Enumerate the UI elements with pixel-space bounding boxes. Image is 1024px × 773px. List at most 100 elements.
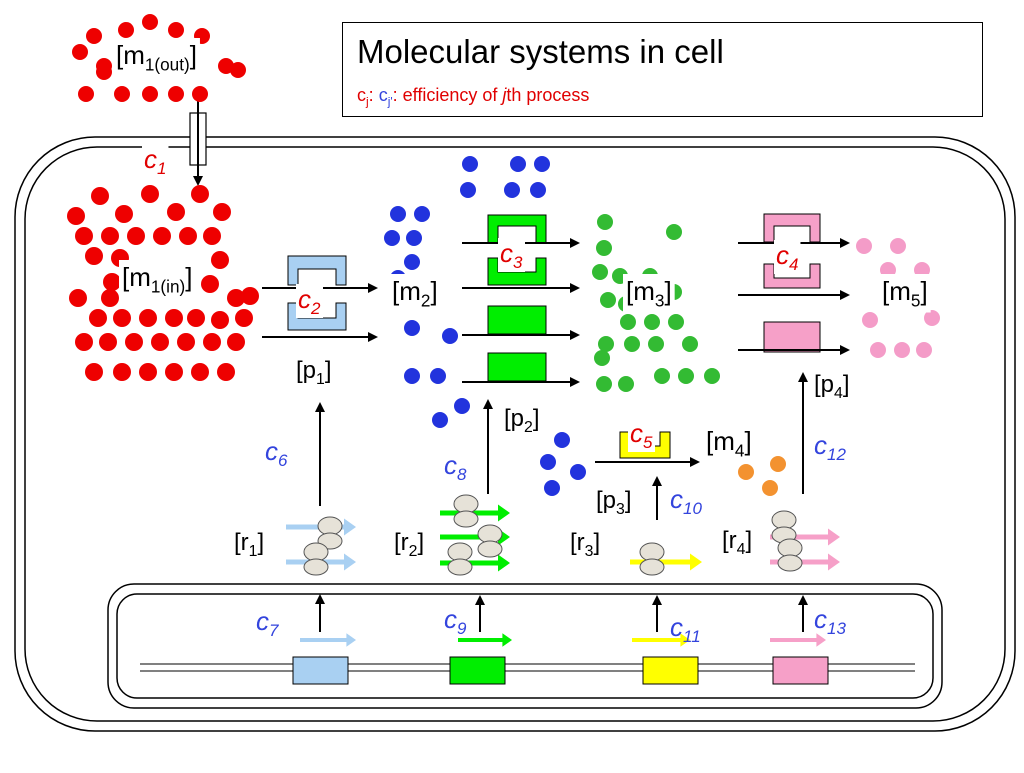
m1-out-dot	[86, 28, 102, 44]
svg-text:c1: c1	[144, 144, 166, 178]
svg-text:c13: c13	[814, 604, 846, 638]
m2-dot	[406, 230, 422, 246]
label-r2: [r2]	[394, 529, 424, 560]
m1-in-dot	[187, 309, 205, 327]
m1-in-dot	[75, 333, 93, 351]
svg-text:c4: c4	[776, 240, 798, 274]
gene1-transcript-arrow	[300, 633, 356, 647]
enzyme-p1	[287, 255, 347, 331]
svg-text:[m1(out)]: [m1(out)]	[116, 40, 197, 75]
m3-dot	[624, 336, 640, 352]
label-c2: c2	[296, 284, 323, 318]
m1-in-dot	[99, 333, 117, 351]
m2-dot	[414, 206, 430, 222]
enzyme-p4	[763, 213, 821, 353]
m2-dot	[534, 156, 550, 172]
m1-in-dot	[211, 251, 229, 269]
svg-text:[r1]: [r1]	[234, 529, 264, 560]
r2-arrow	[440, 528, 510, 546]
svg-text:c11: c11	[670, 612, 701, 646]
m1-in-dot	[165, 309, 183, 327]
svg-text:c3: c3	[500, 238, 523, 272]
m1-out-dot	[118, 22, 134, 38]
m1-in-dot	[139, 363, 157, 381]
m1-in-dot	[141, 185, 159, 203]
m2-dot	[554, 432, 570, 448]
m1-out-dot	[78, 86, 94, 102]
label-c6: c6	[265, 436, 288, 470]
svg-text:c8: c8	[444, 450, 467, 484]
ribosome	[477, 524, 503, 558]
title-box: Molecular systems in cell cj: cj': effic…	[342, 22, 983, 117]
label-c4: c4	[774, 240, 801, 274]
legend-text: cj: cj': efficiency of jth process	[357, 85, 589, 109]
m1-in-dot	[191, 363, 209, 381]
m1-in-dot	[75, 227, 93, 245]
m3-dot	[598, 336, 614, 352]
nucleus-membrane-outer	[107, 583, 943, 709]
m2-dot	[442, 328, 458, 344]
m1-in-dot	[241, 287, 259, 305]
label-p1: [p1]	[296, 357, 332, 388]
svg-text:[p4]: [p4]	[814, 371, 850, 402]
r2-arrow	[440, 554, 510, 572]
m1-in-dot	[89, 309, 107, 327]
label-c5: c5	[628, 418, 655, 452]
label-c13: c13	[814, 604, 846, 638]
m3-dot	[654, 368, 670, 384]
m2-dot	[390, 206, 406, 222]
gene-4	[772, 656, 829, 685]
m3-dot	[666, 224, 682, 240]
m1-out-dot	[230, 62, 246, 78]
m1-in-dot	[101, 289, 119, 307]
m1-in-dot	[167, 203, 185, 221]
m1-in-dot	[203, 333, 221, 351]
m3-dot	[596, 376, 612, 392]
m4-dot	[770, 456, 786, 472]
m3-dot	[682, 336, 698, 352]
m1-out-dot	[114, 86, 130, 102]
m2-dot	[540, 454, 556, 470]
svg-text:c10: c10	[670, 484, 702, 518]
label-c9: c9	[444, 604, 467, 638]
m1-in-dot	[211, 311, 229, 329]
title-text: Molecular systems in cell	[357, 33, 724, 70]
m2-dot	[570, 464, 586, 480]
dots-m4	[738, 456, 786, 496]
m3-dot	[704, 368, 720, 384]
m1-in-dot	[201, 275, 219, 293]
m1-in-dot	[191, 185, 209, 203]
svg-text:c6: c6	[265, 436, 288, 470]
m5-dot	[870, 342, 886, 358]
label-c11: c11	[670, 612, 701, 646]
label-c8: c8	[444, 450, 467, 484]
m1-in-dot	[139, 309, 157, 327]
m1-out-dot	[142, 14, 158, 30]
m4-dot	[738, 464, 754, 480]
m2-dot	[404, 320, 420, 336]
m3-dot	[644, 314, 660, 330]
label-m1-out: [m1(out)]	[113, 38, 200, 77]
svg-text:[r4]: [r4]	[722, 527, 752, 558]
m5-dot	[862, 312, 878, 328]
label-c10: c10	[670, 484, 702, 518]
m1-out-dot	[168, 22, 184, 38]
nucleus-membrane-inner	[116, 593, 934, 699]
ribosome	[639, 542, 665, 576]
label-p3: [p3]	[596, 487, 632, 518]
m2-dot	[544, 480, 560, 496]
svg-text:c9: c9	[444, 604, 467, 638]
m1-in-dot	[151, 333, 169, 351]
label-r4: [r4]	[722, 527, 752, 558]
svg-text:c12: c12	[814, 430, 846, 464]
svg-text:[p1]: [p1]	[296, 357, 332, 388]
m1-in-dot	[227, 333, 245, 351]
m1-in-dot	[113, 363, 131, 381]
svg-text:[p3]: [p3]	[596, 487, 632, 518]
m1-in-dot	[113, 309, 131, 327]
m3-dot	[596, 240, 612, 256]
r3-arrow	[630, 553, 702, 571]
label-c1: c1	[142, 144, 169, 178]
m3-dot	[678, 368, 694, 384]
